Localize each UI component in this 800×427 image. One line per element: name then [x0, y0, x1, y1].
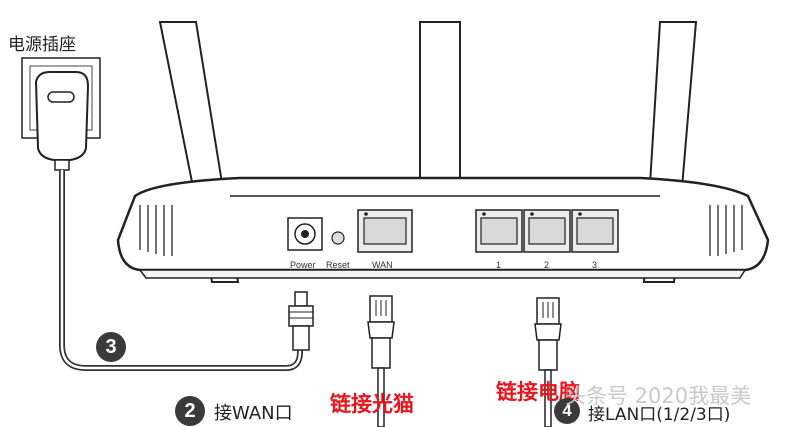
wan-ethernet-cable	[367, 295, 395, 427]
step-badge-lan: 4	[554, 398, 580, 424]
lan-ethernet-cable	[534, 297, 562, 427]
wan-port	[357, 209, 413, 253]
port-label-lan3: 3	[592, 260, 598, 270]
port-label-reset: Reset	[326, 260, 350, 270]
reset-button	[331, 231, 345, 245]
step-badge-power: 3	[96, 332, 126, 362]
port-label-wan: WAN	[372, 260, 393, 270]
port-label-lan2: 2	[544, 260, 550, 270]
lan-port-1	[475, 209, 523, 253]
power-socket-label: 电源插座	[8, 35, 76, 55]
watermark-text: 头条号 2020我最美	[565, 384, 752, 408]
power-cable	[59, 170, 303, 371]
port-label-power: Power	[290, 260, 316, 270]
router-body	[116, 176, 770, 279]
port-label-lan1: 1	[496, 260, 502, 270]
power-jack	[287, 217, 323, 251]
lan-step-label: 接LAN口(1/2/3口)	[588, 405, 731, 425]
step-badge-wan: 2	[175, 396, 205, 426]
lan-port-3	[571, 209, 619, 253]
wan-step-label: 接WAN口	[214, 403, 293, 424]
power-plug	[288, 291, 314, 351]
power-adapter	[34, 71, 90, 171]
link-modem-label: 链接光猫	[330, 392, 414, 416]
lan-port-2	[523, 209, 571, 253]
